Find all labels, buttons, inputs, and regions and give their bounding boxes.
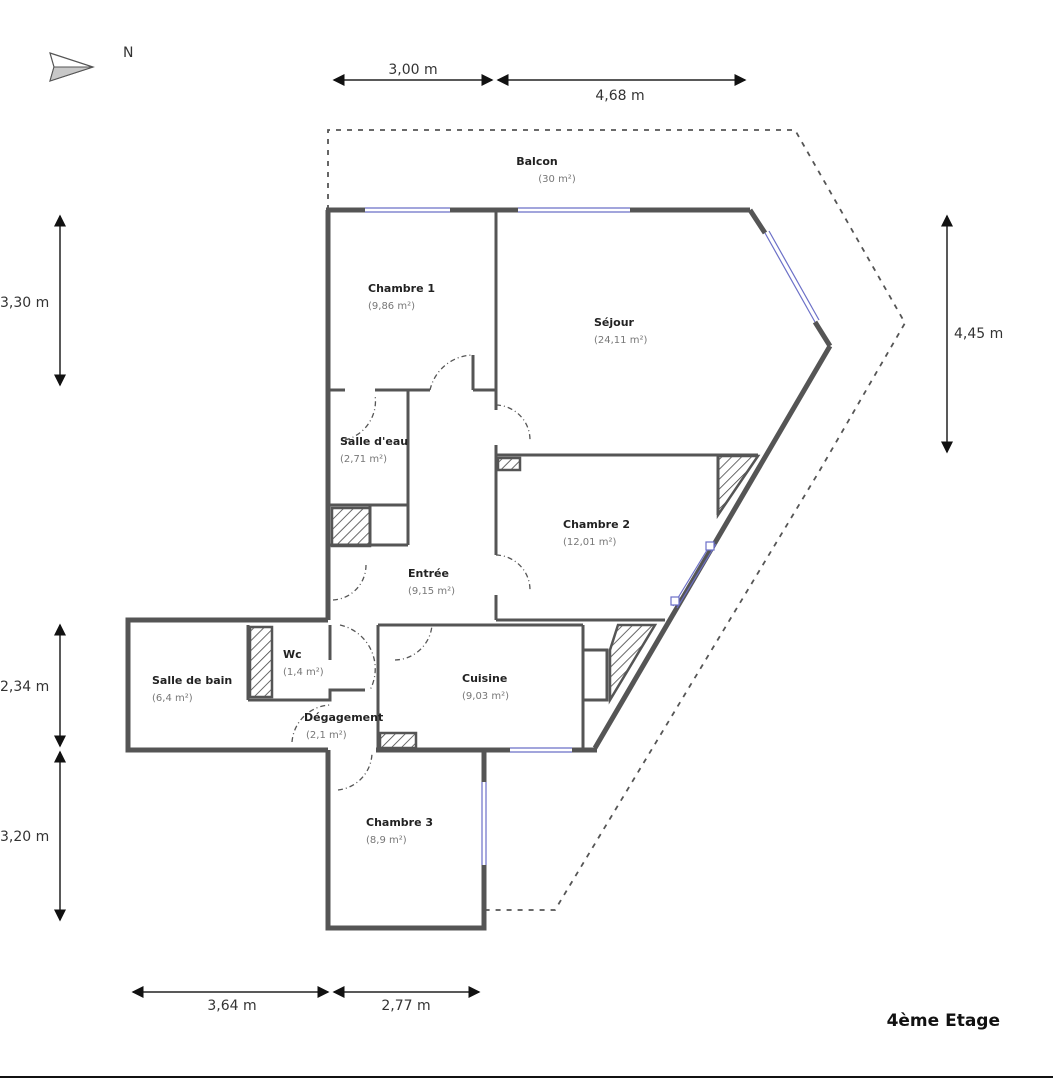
svg-text:(1,4 m²): (1,4 m²) bbox=[283, 667, 324, 678]
dimension-left-top: 3,30 m bbox=[0, 214, 66, 387]
room-cuisine: Cuisine (9,03 m²) bbox=[462, 672, 509, 702]
svg-text:(9,15 m²): (9,15 m²) bbox=[408, 586, 455, 597]
north-label: N bbox=[123, 45, 133, 61]
dimension-left-bottom: 3,20 m bbox=[0, 750, 66, 922]
svg-text:3,20 m: 3,20 m bbox=[0, 829, 49, 845]
room-chambre-1: Chambre 1 (9,86 m²) bbox=[368, 282, 435, 312]
floor-label: 4ème Etage bbox=[886, 1011, 1000, 1031]
doors bbox=[291, 354, 531, 791]
svg-text:Cuisine: Cuisine bbox=[462, 672, 507, 685]
svg-text:3,64 m: 3,64 m bbox=[207, 998, 256, 1014]
room-chambre-3: Chambre 3 (8,9 m²) bbox=[366, 816, 433, 846]
svg-text:Salle d'eau: Salle d'eau bbox=[340, 435, 408, 448]
dimension-left-middle: 2,34 m bbox=[0, 623, 66, 748]
svg-text:2,34 m: 2,34 m bbox=[0, 679, 49, 695]
dimension-top-right: 4,68 m bbox=[496, 74, 747, 104]
balcony-outline bbox=[327, 129, 907, 911]
room-wc: Wc (1,4 m²) bbox=[283, 648, 324, 678]
svg-text:(2,71 m²): (2,71 m²) bbox=[340, 454, 387, 465]
svg-text:(12,01 m²): (12,01 m²) bbox=[563, 537, 616, 548]
shaft-salle-bain bbox=[248, 625, 274, 699]
dimension-bottom-right: 2,77 m bbox=[332, 986, 481, 1014]
shaft-salle-eau bbox=[330, 506, 372, 548]
walls bbox=[125, 207, 833, 931]
room-balcon: Balcon (30 m²) bbox=[516, 155, 576, 185]
svg-text:2,77 m: 2,77 m bbox=[381, 998, 430, 1014]
dimension-bottom-left: 3,64 m bbox=[131, 986, 330, 1014]
svg-text:(6,4 m²): (6,4 m²) bbox=[152, 693, 193, 704]
bottom-divider bbox=[0, 1076, 1053, 1078]
svg-text:Entrée: Entrée bbox=[408, 567, 449, 580]
svg-text:(24,11 m²): (24,11 m²) bbox=[594, 335, 647, 346]
svg-text:4,68 m: 4,68 m bbox=[595, 88, 644, 104]
svg-text:(9,86 m²): (9,86 m²) bbox=[368, 301, 415, 312]
svg-text:Chambre 2: Chambre 2 bbox=[563, 518, 630, 531]
svg-text:(30 m²): (30 m²) bbox=[538, 174, 576, 185]
room-salle-eau: Salle d'eau (2,71 m²) bbox=[340, 435, 408, 465]
svg-text:3,00 m: 3,00 m bbox=[388, 62, 437, 78]
svg-text:Dégagement: Dégagement bbox=[304, 711, 383, 724]
interior-walls bbox=[246, 210, 758, 750]
room-entree: Entrée (9,15 m²) bbox=[408, 567, 455, 597]
svg-text:3,30 m: 3,30 m bbox=[0, 295, 49, 311]
shaft-cuisine-right bbox=[608, 623, 658, 705]
room-salle-de-bain: Salle de bain (6,4 m²) bbox=[152, 674, 232, 704]
room-sejour: Séjour (24,11 m²) bbox=[594, 316, 647, 346]
north-arrow-icon bbox=[49, 52, 95, 82]
room-chambre-2: Chambre 2 (12,01 m²) bbox=[563, 518, 630, 548]
dimension-right: 4,45 m bbox=[941, 214, 1003, 454]
shaft-chambre2-top bbox=[496, 456, 522, 472]
svg-text:(2,1 m²): (2,1 m²) bbox=[306, 730, 347, 741]
svg-text:Chambre 3: Chambre 3 bbox=[366, 816, 433, 829]
svg-text:Séjour: Séjour bbox=[594, 316, 635, 329]
room-degagement: Dégagement (2,1 m²) bbox=[304, 711, 383, 741]
svg-text:(8,9 m²): (8,9 m²) bbox=[366, 835, 407, 846]
svg-text:(9,03 m²): (9,03 m²) bbox=[462, 691, 509, 702]
svg-text:Wc: Wc bbox=[283, 648, 302, 661]
svg-text:Balcon: Balcon bbox=[516, 155, 558, 168]
shaft-cuisine bbox=[378, 731, 418, 750]
dimension-top-left: 3,00 m bbox=[332, 62, 494, 86]
svg-text:Chambre 1: Chambre 1 bbox=[368, 282, 435, 295]
svg-text:4,45 m: 4,45 m bbox=[954, 326, 1003, 342]
svg-text:Salle de bain: Salle de bain bbox=[152, 674, 232, 687]
